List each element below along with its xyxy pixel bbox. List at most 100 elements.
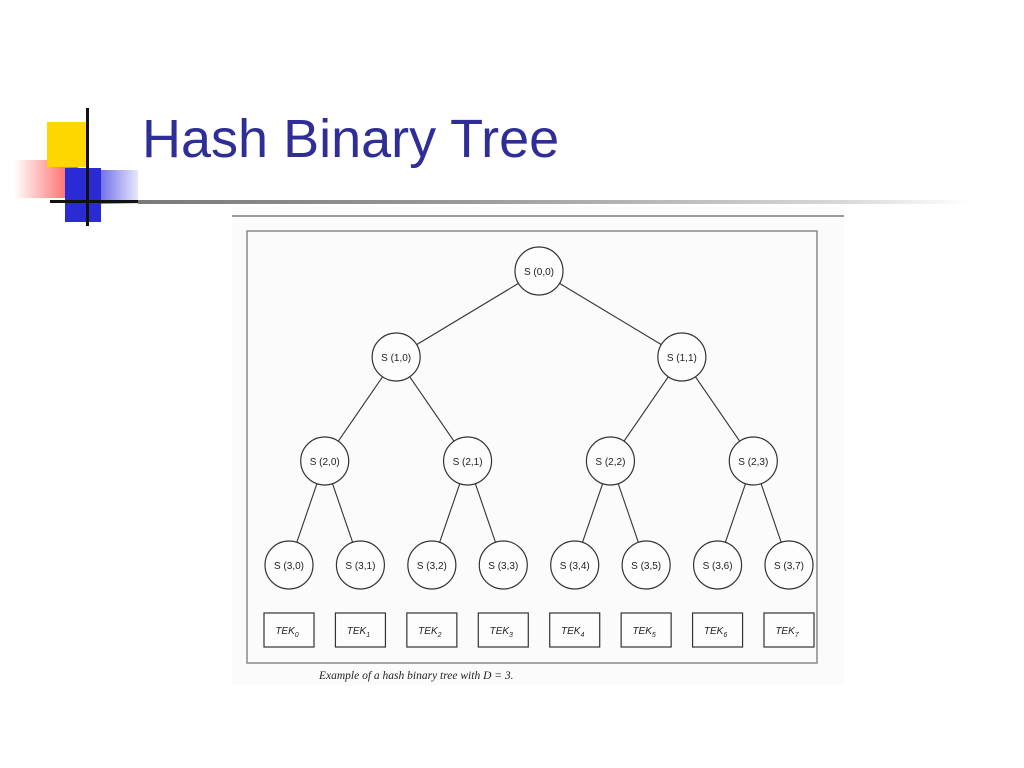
tree-node: S (2,1)	[442, 436, 493, 486]
tek-label: TEK6	[704, 626, 727, 639]
tree-edge	[760, 483, 782, 543]
tek-leaf-box: TEK0	[263, 612, 315, 648]
tree-node: S (3,0)	[264, 540, 314, 590]
tek-subscript: 6	[723, 632, 727, 639]
tree-node: S (3,5)	[621, 540, 671, 590]
tree-edge	[581, 483, 604, 543]
logo-yellow-block	[47, 122, 87, 167]
node-circle	[442, 436, 493, 486]
node-label: S (3,1)	[345, 561, 375, 572]
tek-label: TEK2	[418, 626, 441, 639]
tek-label: TEK5	[632, 626, 655, 639]
tek-leaf-box: TEK6	[691, 612, 744, 648]
tree-node: S (1,0)	[371, 332, 421, 382]
node-label: S (1,0)	[381, 353, 411, 364]
node-label: S (2,0)	[310, 457, 340, 468]
tek-label: TEK3	[490, 626, 513, 639]
tek-subscript: 4	[580, 632, 584, 639]
tree-node: S (3,4)	[550, 540, 600, 590]
logo-light-blue-block	[100, 170, 138, 204]
tek-leaf-box: TEK7	[763, 612, 815, 648]
tek-leaf-box: TEK3	[477, 612, 529, 648]
node-circle	[371, 332, 421, 382]
tek-box	[691, 612, 744, 648]
tree-node: S (3,7)	[764, 540, 814, 590]
tek-box	[763, 612, 815, 648]
tek-box	[263, 612, 315, 648]
tree-node: S (0,0)	[514, 246, 564, 296]
tek-subscript: 0	[295, 632, 299, 639]
tree-node: S (1,1)	[657, 332, 707, 382]
node-label: S (2,3)	[738, 457, 768, 468]
tek-label: TEK7	[775, 626, 799, 639]
tree-node: S (2,2)	[585, 436, 636, 486]
node-label: S (2,1)	[453, 457, 483, 468]
node-label: S (2,2)	[595, 457, 625, 468]
tek-leaf-box: TEK1	[334, 612, 387, 648]
tek-leaf-box: TEK4	[549, 612, 601, 648]
tek-subscript: 2	[437, 632, 442, 639]
node-label: S (3,3)	[488, 561, 518, 572]
tek-subscript: 1	[366, 632, 370, 639]
logo-horizontal-line	[50, 200, 142, 203]
tek-subscript: 7	[795, 632, 800, 639]
node-circle	[585, 436, 636, 486]
tree-node: S (2,3)	[728, 436, 778, 486]
node-circle	[300, 436, 350, 486]
tree-node: S (3,1)	[335, 540, 386, 590]
tree-edge	[416, 282, 519, 346]
tree-edge	[296, 483, 318, 543]
node-circle	[514, 246, 564, 296]
tek-box	[477, 612, 529, 648]
tree-edge	[331, 483, 354, 543]
logo-blue-block	[65, 168, 101, 222]
node-circle	[764, 540, 814, 590]
node-label: S (3,6)	[703, 561, 733, 572]
tree-node: S (3,2)	[407, 540, 457, 590]
tek-box	[334, 612, 387, 648]
tree-edge	[617, 483, 639, 543]
tree-edge	[694, 376, 741, 442]
tek-box	[406, 612, 458, 648]
tek-label: TEK1	[347, 626, 370, 639]
tek-label: TEK0	[275, 626, 298, 639]
tek-leaf-box: TEK2	[406, 612, 458, 648]
tek-box	[620, 612, 672, 648]
tree-edge	[724, 483, 747, 543]
node-label: S (0,0)	[524, 267, 554, 278]
figure-frame	[246, 230, 818, 664]
node-label: S (3,5)	[631, 561, 661, 572]
node-circle	[407, 540, 457, 590]
logo-vertical-line	[86, 108, 89, 226]
node-label: S (1,1)	[667, 353, 697, 364]
node-circle	[657, 332, 707, 382]
title-underline	[138, 200, 968, 204]
node-circle	[478, 540, 528, 590]
tree-edge	[559, 282, 662, 346]
node-circle	[264, 540, 314, 590]
tek-box	[549, 612, 601, 648]
tree-edge	[337, 376, 384, 442]
tree-edge	[474, 483, 497, 543]
tek-leaf-box: TEK5	[620, 612, 672, 648]
slide-title: Hash Binary Tree	[142, 109, 560, 169]
tree-node: S (3,6)	[692, 540, 743, 590]
tree-edge	[409, 376, 455, 442]
node-circle	[335, 540, 386, 590]
node-label: S (3,4)	[560, 561, 590, 572]
node-label: S (3,0)	[274, 561, 304, 572]
node-circle	[728, 436, 778, 486]
tree-edge	[623, 376, 669, 442]
tek-label: TEK4	[561, 626, 584, 639]
tek-subscript: 3	[509, 632, 513, 639]
tree-diagram: S (0,0) S (1,0) S (1,1) S (2,0) S (2,1) S (2,…	[232, 215, 844, 682]
node-circle	[692, 540, 743, 590]
node-circle	[550, 540, 600, 590]
tek-subscript: 5	[652, 632, 656, 639]
hash-binary-tree-figure: S (0,0) S (1,0) S (1,1) S (2,0) S (2,1) S (2,…	[232, 207, 844, 685]
node-label: S (3,2)	[417, 561, 447, 572]
tree-node: S (3,3)	[478, 540, 528, 590]
node-label: S (3,7)	[774, 561, 804, 572]
node-circle	[621, 540, 671, 590]
